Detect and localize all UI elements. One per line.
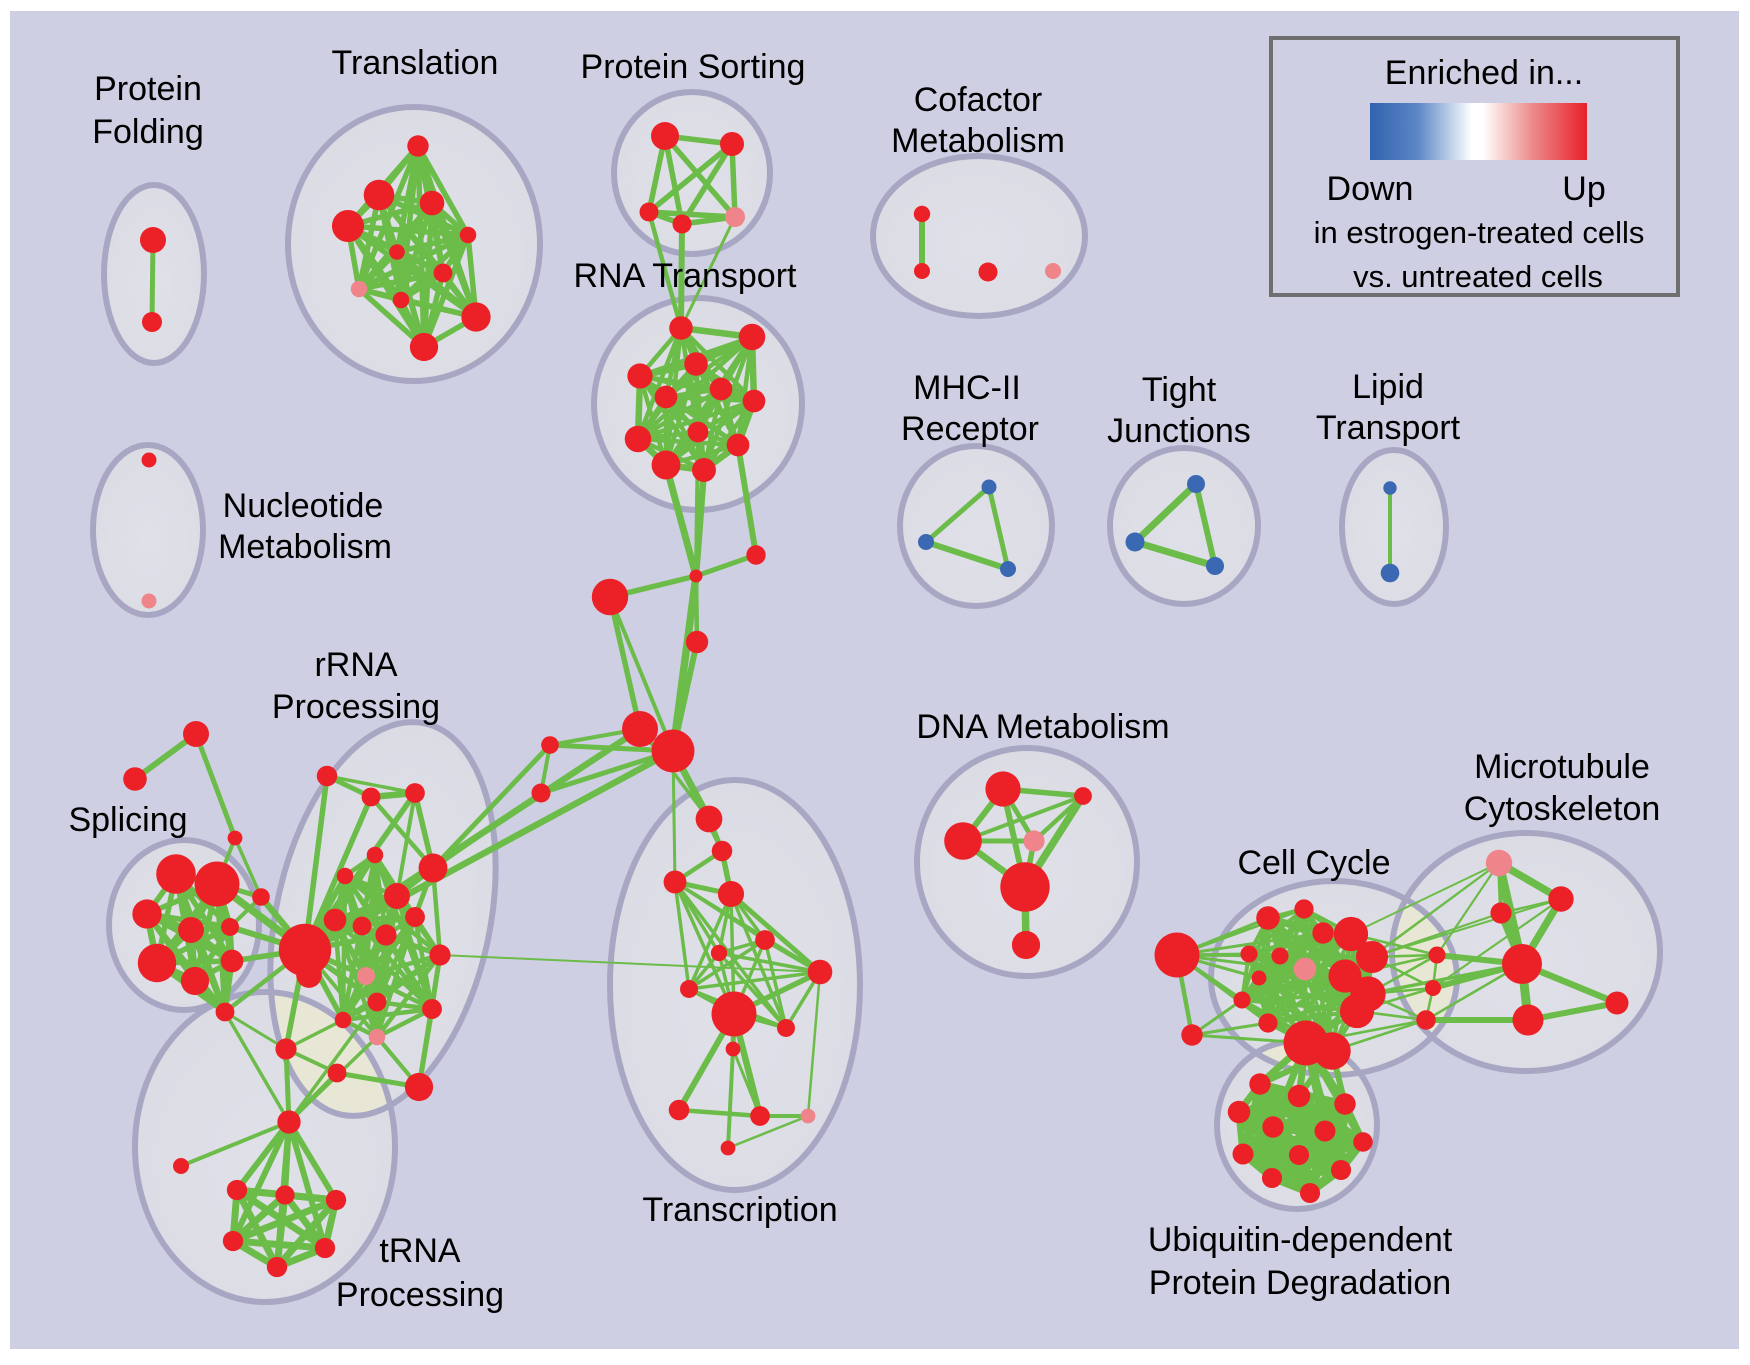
svg-text:Cofactor: Cofactor — [914, 81, 1043, 119]
svg-text:tRNA: tRNA — [379, 1232, 461, 1270]
svg-text:Protein Degradation: Protein Degradation — [1149, 1264, 1451, 1302]
svg-text:Metabolism: Metabolism — [218, 528, 392, 566]
svg-text:Microtubule: Microtubule — [1474, 748, 1650, 786]
svg-text:Transport: Transport — [1316, 409, 1461, 447]
svg-text:Folding: Folding — [92, 113, 204, 151]
svg-text:Enriched in...: Enriched in... — [1385, 54, 1583, 92]
svg-text:Translation: Translation — [332, 44, 499, 82]
svg-text:DNA Metabolism: DNA Metabolism — [916, 708, 1169, 746]
svg-text:vs. untreated cells: vs. untreated cells — [1353, 259, 1603, 294]
svg-text:MHC-II: MHC-II — [913, 369, 1021, 407]
svg-text:RNA Transport: RNA Transport — [574, 257, 798, 295]
svg-text:Ubiquitin-dependent: Ubiquitin-dependent — [1148, 1221, 1453, 1259]
svg-text:Metabolism: Metabolism — [891, 122, 1065, 160]
svg-text:Receptor: Receptor — [901, 410, 1039, 448]
svg-text:Cell Cycle: Cell Cycle — [1237, 844, 1390, 882]
svg-text:Up: Up — [1562, 170, 1605, 208]
svg-text:Processing: Processing — [272, 688, 440, 726]
svg-text:Splicing: Splicing — [68, 801, 187, 839]
svg-text:in estrogen-treated cells: in estrogen-treated cells — [1314, 215, 1645, 250]
svg-text:Tight: Tight — [1142, 371, 1217, 409]
svg-text:Nucleotide: Nucleotide — [223, 487, 384, 525]
svg-text:Processing: Processing — [336, 1276, 504, 1314]
svg-text:Junctions: Junctions — [1107, 412, 1251, 450]
svg-text:Down: Down — [1327, 170, 1414, 208]
svg-text:Lipid: Lipid — [1352, 368, 1424, 406]
svg-text:Protein: Protein — [94, 70, 202, 108]
svg-text:Protein Sorting: Protein Sorting — [581, 48, 806, 86]
svg-text:rRNA: rRNA — [314, 646, 397, 684]
svg-text:Transcription: Transcription — [642, 1191, 837, 1229]
svg-text:Cytoskeleton: Cytoskeleton — [1464, 790, 1661, 828]
